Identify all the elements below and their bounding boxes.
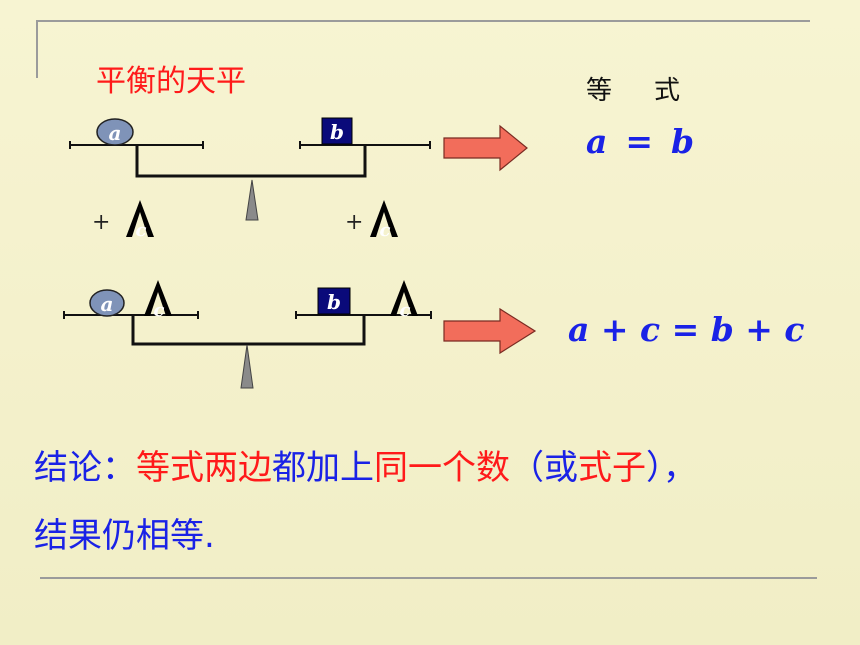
conclusion-part-4: 同一个数: [374, 448, 510, 488]
weight-c-right: [370, 200, 398, 237]
equation-1-op: =: [625, 122, 654, 161]
arrow-right-icon: [443, 124, 528, 172]
equation-1-right: b: [671, 122, 695, 161]
ball-a-2-label: a: [101, 292, 114, 316]
equation-header: 等式: [586, 70, 682, 107]
conclusion-part-7: ），: [646, 448, 697, 488]
weight-c-left: [126, 200, 154, 237]
equation-1-left: a: [586, 122, 608, 161]
conclusion-part-6: 式子: [578, 448, 646, 488]
conclusion-part-2: 等式两边: [136, 448, 272, 488]
frame-bottom-line: [40, 577, 817, 579]
weight-c-left-label: c: [136, 220, 147, 241]
weight-c-2-right-label: c: [400, 300, 411, 321]
equation-header-left: 等: [586, 76, 615, 106]
conclusion-line-2: 结果仍相等.: [34, 516, 215, 556]
weight-c-right-label: c: [380, 220, 391, 241]
box-b-1: [321, 117, 353, 145]
slide-title: 平衡的天平: [96, 64, 246, 99]
balance-2-beam: [131, 315, 366, 346]
ball-a-2: [89, 289, 125, 317]
equation-1: a = b: [586, 122, 694, 161]
frame-top-line: [36, 20, 810, 22]
ball-a-1-label: a: [109, 121, 122, 145]
box-b-2: [317, 287, 351, 315]
conclusion-line-1: 结论：等式两边都加上同一个数（或式子），: [34, 440, 697, 489]
box-b-2-label: b: [327, 290, 341, 314]
frame-left-line: [36, 20, 38, 78]
balance-1-fulcrum: [245, 179, 259, 221]
conclusion-label: 结论：: [34, 448, 136, 488]
balance-2: a c b c: [63, 280, 432, 389]
plus-sign-left: +: [92, 210, 111, 235]
weight-c-2-right: [390, 280, 418, 316]
arrow-right-icon-2: [443, 307, 537, 355]
box-b-1-label: b: [330, 120, 344, 144]
added-weights: c c: [126, 200, 398, 241]
ball-a-1: [96, 118, 134, 146]
balance-1-beam: [135, 145, 367, 178]
equation-header-right: 式: [654, 76, 683, 106]
weight-c-2-left-label: c: [154, 300, 165, 321]
conclusion-part-3: 都加上: [272, 448, 374, 488]
weight-c-2-left: [144, 280, 172, 316]
plus-sign-right: +: [345, 210, 364, 235]
equation-2: a + c = b + c: [568, 310, 805, 349]
balance-1: a b: [69, 117, 431, 221]
balance-2-fulcrum: [240, 344, 254, 389]
conclusion-part-5: （或: [510, 448, 578, 488]
